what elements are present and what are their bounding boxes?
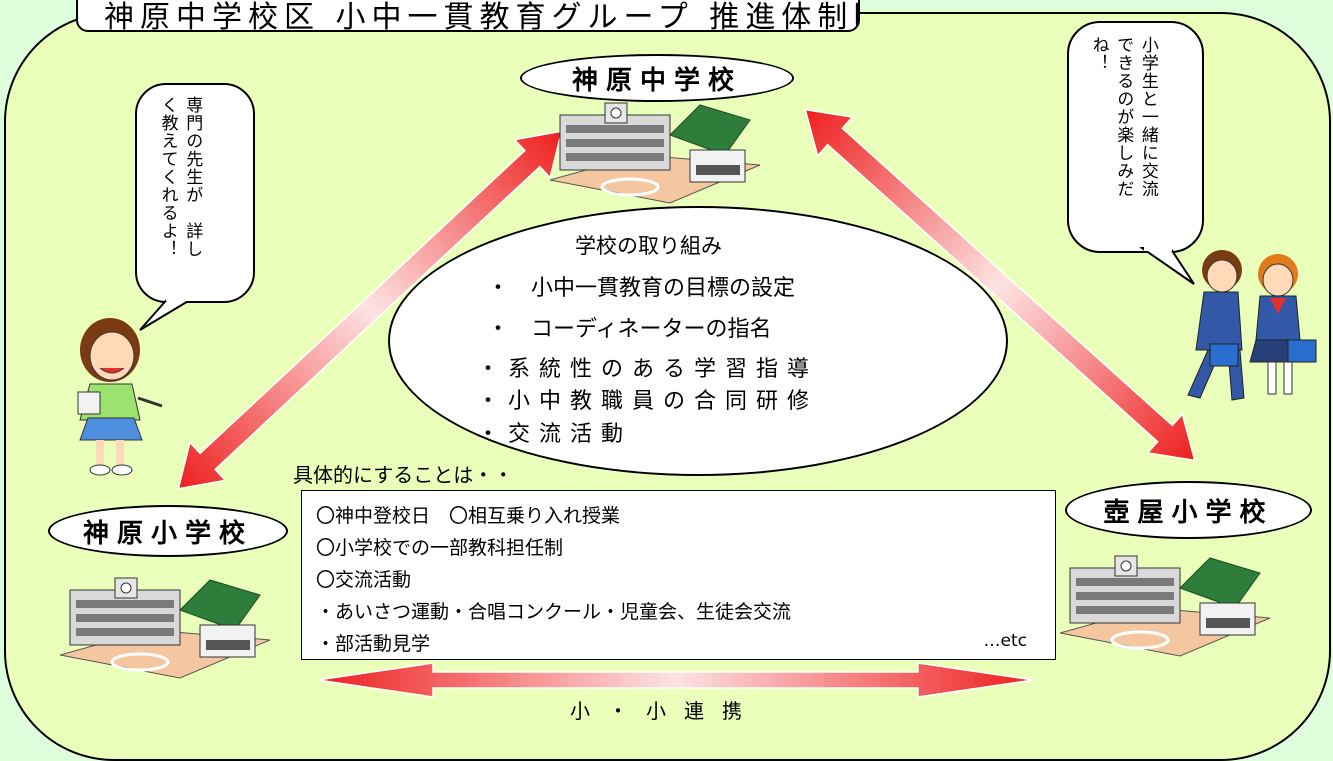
specifics-line: 〇神中登校日 〇相互乗り入れ授業 bbox=[316, 505, 621, 527]
school-building-icon bbox=[550, 102, 761, 204]
student-girl-illustration bbox=[77, 318, 163, 476]
bottom-arrow-label: 小・小連携 bbox=[570, 699, 760, 723]
school-label-junior-high: 神原中学校 bbox=[520, 54, 794, 102]
school-label-tsuboya-elementary: 壺屋小学校 bbox=[1065, 481, 1312, 539]
school-label-kanbara-elementary: 神原小学校 bbox=[48, 505, 288, 557]
specifics-line: 〇交流活動 bbox=[316, 569, 412, 591]
title-box-front: 神原中学校区 小中一貫教育グループ 推進体制図 bbox=[76, 0, 860, 32]
efforts-item: ・系統性のある学習指導 bbox=[477, 357, 819, 382]
efforts-item: ・ コーディネーターの指名 bbox=[487, 317, 772, 342]
efforts-title: 学校の取り組み bbox=[575, 234, 722, 258]
speech-text-right: 小学生と一緒に交流 できるのが楽しみだ ね！ bbox=[1088, 36, 1158, 198]
bottom-double-arrow bbox=[317, 662, 1034, 698]
efforts-item: ・ 小中一貫教育の目標の設定 bbox=[487, 276, 796, 301]
school-building-icon bbox=[1060, 555, 1271, 657]
specifics-line: ・あいさつ運動・合唱コンクール・児童会、生徒会交流 bbox=[316, 601, 792, 623]
specifics-heading: 具体的にすることは・・ bbox=[293, 463, 514, 487]
efforts-oval bbox=[388, 206, 1008, 476]
specifics-etc: …etc bbox=[983, 631, 1027, 651]
speech-bubble-left bbox=[135, 83, 255, 331]
title-text-front: 神原中学校区 小中一貫教育グループ 推進体制図 bbox=[104, 0, 860, 32]
speech-bubble-right bbox=[1067, 21, 1204, 285]
specifics-box: 〇神中登校日 〇相互乗り入れ授業 〇小学校での一部教科担任制 〇交流活動 ・あい… bbox=[301, 490, 1056, 660]
school-building-icon bbox=[60, 577, 271, 679]
speech-text-left: 専門の先生が 詳し く教えてくれるよ！ bbox=[157, 96, 203, 258]
specifics-line: ・部活動見学 bbox=[316, 633, 431, 655]
efforts-item: ・小中教職員の合同研修 bbox=[477, 389, 819, 414]
right-double-arrow bbox=[804, 108, 1196, 462]
students-walking-illustration bbox=[1187, 250, 1317, 401]
efforts-item: ・交流活動 bbox=[477, 422, 633, 447]
specifics-line: 〇小学校での一部教科担任制 bbox=[316, 537, 564, 559]
connection-arrows bbox=[177, 108, 1196, 698]
